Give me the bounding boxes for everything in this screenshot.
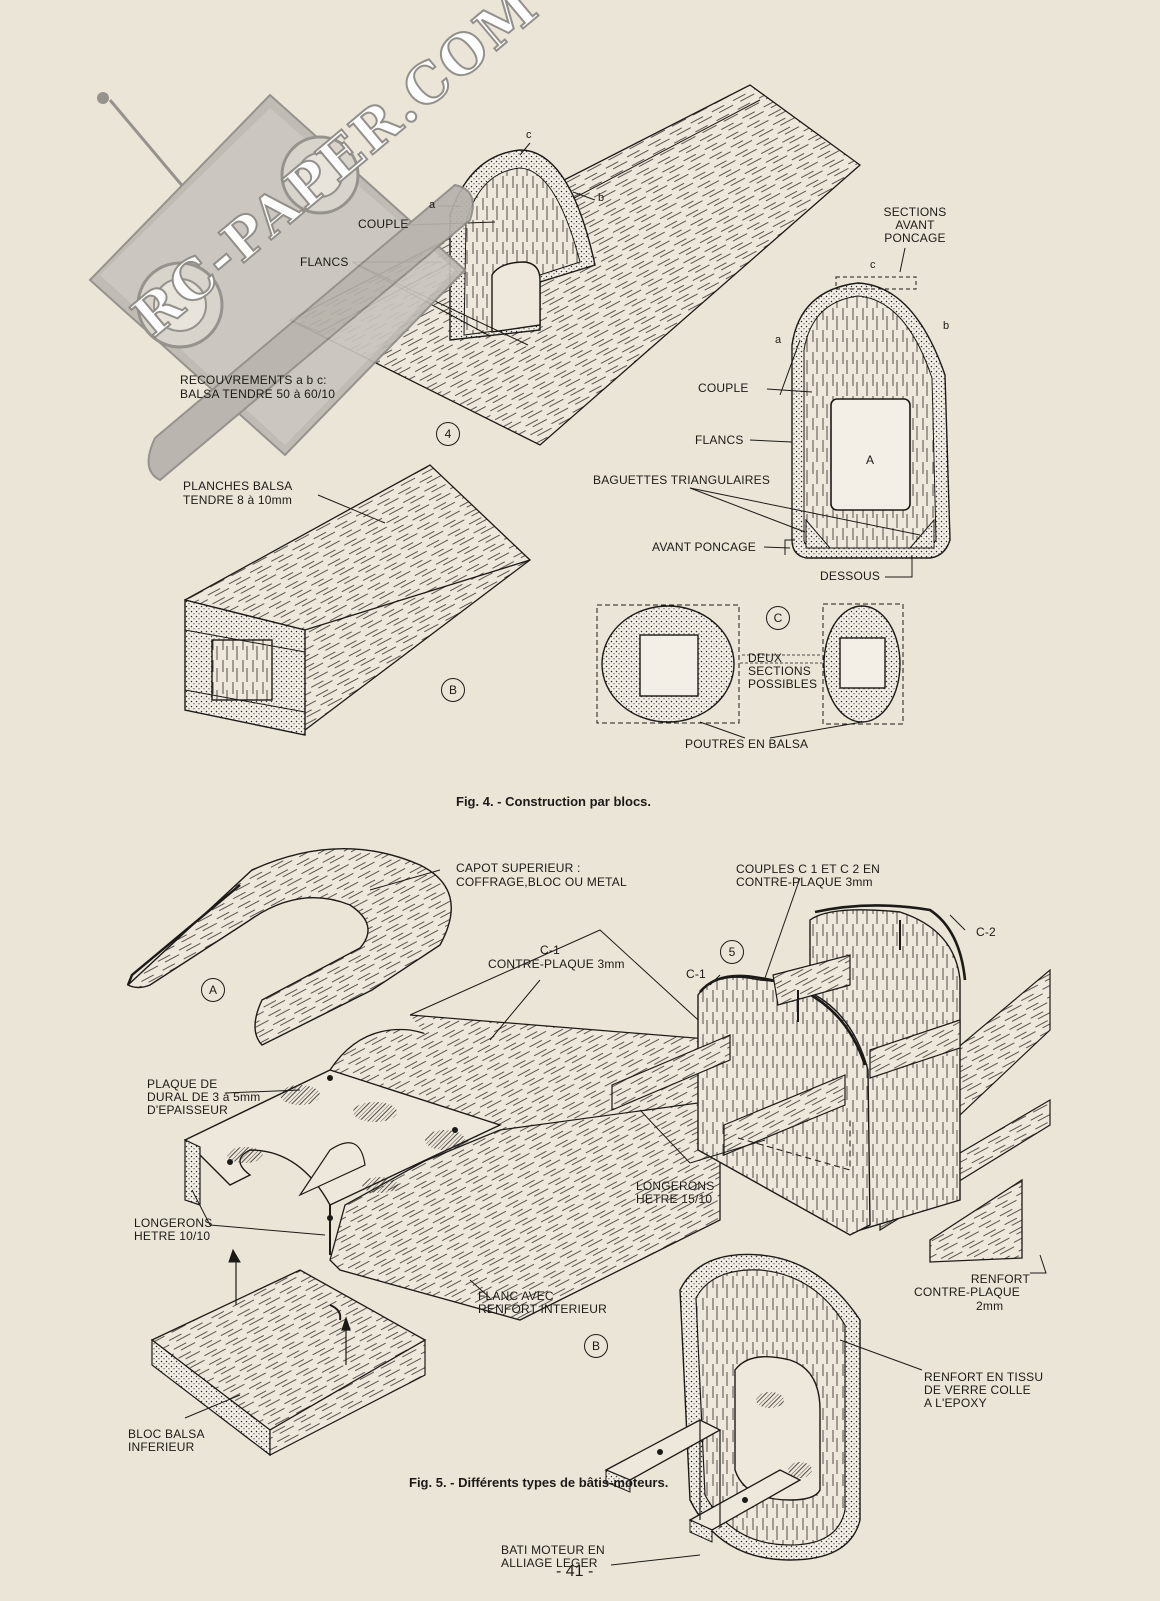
page-number: - 41 -: [556, 1563, 594, 1580]
up-arrows: [235, 1258, 351, 1365]
marker-B-fig5: B: [584, 1334, 608, 1358]
label-couple-right: COUPLE: [698, 381, 749, 395]
label-deux: DEUX: [748, 651, 783, 665]
label-longerons-15-2: HETRE 15/10: [636, 1192, 713, 1206]
fig5-fuselage-nose: [183, 929, 721, 1321]
label-flanc-2: RENFORT INTERIEUR: [478, 1302, 607, 1316]
label-recouvrements: RECOUVREMENTS a b c:: [180, 373, 327, 387]
label-planches-2: TENDRE 8 à 10mm: [183, 493, 293, 507]
label-c2: C-2: [976, 925, 996, 939]
label-longerons-10-2: HETRE 10/10: [134, 1229, 211, 1243]
label-couples-2: CONTRE-PLAQUE 3mm: [736, 875, 873, 889]
label-capot-2: COFFRAGE,BLOC OU METAL: [456, 875, 627, 889]
fig5-caption: Fig. 5. - Différents types de bâtis-mote…: [409, 1475, 669, 1490]
label-a-top: a: [429, 199, 436, 211]
label-tissu: RENFORT EN TISSU: [924, 1370, 1044, 1384]
fig4-couple-block: [449, 149, 596, 341]
fig4-block-B: [183, 464, 532, 736]
label-flanc: FLANC AVEC: [478, 1289, 554, 1303]
label-sec-b: b: [943, 320, 950, 332]
fig4-section-view: [784, 276, 951, 559]
label-deux-3: POSSIBLES: [748, 677, 818, 691]
fig5-bloc-balsa: [150, 1269, 427, 1457]
label-sec-c: c: [870, 259, 876, 271]
marker-4: 4: [436, 422, 460, 446]
label-couples: COUPLES C 1 ET C 2 EN: [736, 862, 881, 876]
fig5-B-leaders: [610, 1339, 923, 1566]
label-plaque: PLAQUE DE: [147, 1077, 218, 1091]
label-couple-top: COUPLE: [358, 217, 409, 231]
label-poutres: POUTRES EN BALSA: [685, 737, 809, 751]
label-tissu-2: DE VERRE COLLE: [924, 1383, 1031, 1397]
label-capot: CAPOT SUPERIEUR :: [456, 861, 581, 875]
marker-C: C: [766, 606, 790, 630]
label-flancs-top: FLANCS: [300, 255, 349, 269]
label-bati: BATI MOTEUR EN: [501, 1543, 605, 1557]
rc-transmitter-logo: [88, 92, 474, 482]
label-renfort-3: 2mm: [976, 1299, 1004, 1313]
label-sec-a: a: [775, 334, 782, 346]
label-c1: C-1: [540, 943, 560, 957]
label-longerons-10: LONGERONS: [134, 1216, 213, 1230]
label-planches: PLANCHES BALSA: [183, 479, 293, 493]
label-c-top: c: [526, 129, 532, 141]
label-baguettes: BAGUETTES TRIANGULAIRES: [593, 473, 771, 487]
label-dessous: DESSOUS: [820, 569, 881, 583]
label-bloc-2: INFERIEUR: [128, 1440, 195, 1454]
fig4-sections-C: [596, 603, 904, 739]
label-recouvrements-2: BALSA TENDRE 50 à 60/10: [180, 387, 336, 401]
fig5-5-leaders: [639, 877, 1047, 1274]
fig4-caption: Fig. 4. - Construction par blocs.: [456, 794, 652, 809]
fig5-A-leaders: [191, 979, 541, 1299]
label-tissu-3: A L'EPOXY: [924, 1396, 987, 1410]
fig5-couples-frame: [611, 904, 1051, 1263]
marker-5: 5: [720, 940, 744, 964]
fig5-capot: [126, 848, 452, 1046]
label-sections-3: PONCAGE: [884, 231, 946, 245]
label-c1-left: C-1: [686, 967, 706, 981]
label-renfort: RENFORT: [970, 1272, 1030, 1286]
label-avant-poncage: AVANT PONCAGE: [652, 540, 756, 554]
label-flancs-right: FLANCS: [695, 433, 744, 447]
label-bati-2: ALLIAGE LEGER: [501, 1556, 598, 1570]
label-deux-2: SECTIONS: [748, 664, 811, 678]
label-longerons-15: LONGERONS: [636, 1179, 715, 1193]
label-renfort-2: CONTRE-PLAQUE: [914, 1285, 1020, 1299]
marker-A-fig5: A: [201, 978, 225, 1002]
label-plaque-3: D'EPAISSEUR: [147, 1103, 228, 1117]
label-A-section: A: [866, 453, 875, 467]
fig5-engine-mount-B: [604, 1253, 861, 1561]
label-b-top: b: [598, 192, 605, 204]
label-c1-cp: CONTRE-PLAQUE 3mm: [488, 957, 625, 971]
label-plaque-2: DURAL DE 3 à 5mm: [147, 1090, 261, 1104]
fig4-section-leaders: [689, 247, 921, 578]
planches-leader: [317, 494, 386, 524]
label-sections-2: AVANT: [895, 218, 935, 232]
label-sections: SECTIONS: [883, 205, 947, 219]
label-bloc: BLOC BALSA: [128, 1427, 205, 1441]
marker-B-fig4: B: [441, 678, 465, 702]
